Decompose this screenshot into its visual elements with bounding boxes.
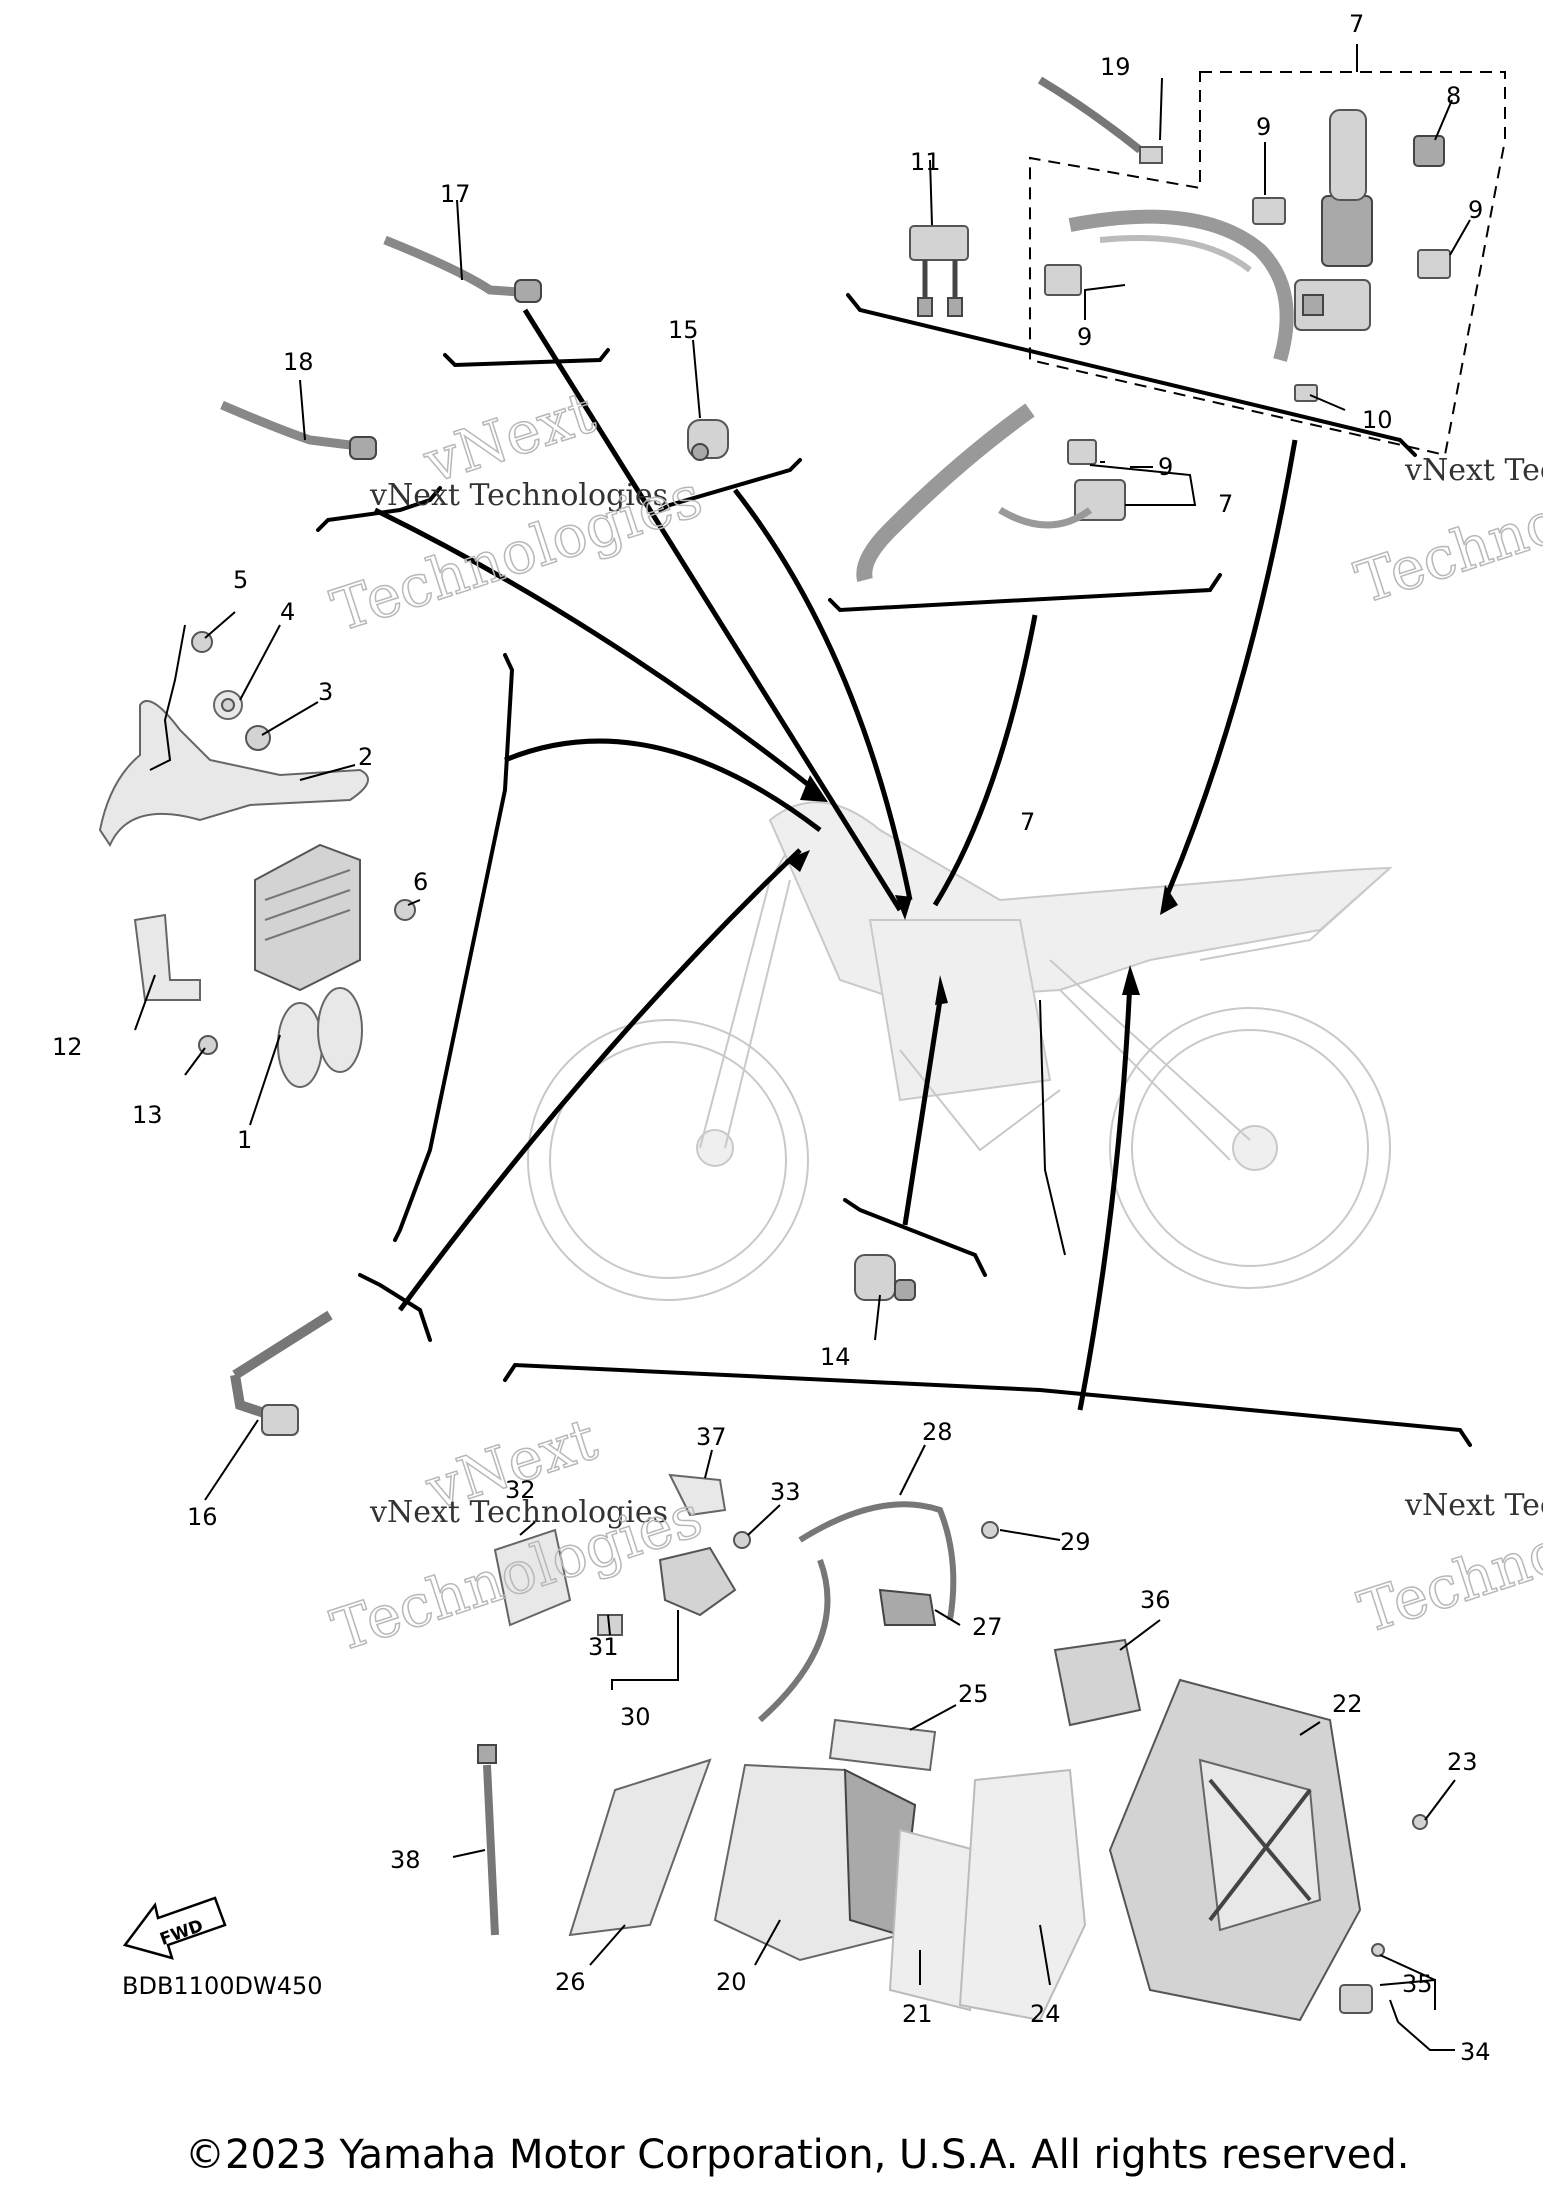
callout-25: 25 [958,1680,989,1708]
callout-29: 29 [1060,1528,1091,1556]
part-7-harness-detail [1068,109,1373,362]
callout-5: 5 [233,566,248,594]
callout-22: 22 [1332,1690,1363,1718]
callout-36: 36 [1140,1586,1171,1614]
callout-23: 23 [1447,1748,1478,1776]
svg-text:Techno: Techno [1348,487,1543,617]
part-4-washer [213,690,243,720]
callout-16: 16 [187,1503,218,1531]
callout-4: 4 [280,598,295,626]
part-34-clip [1339,1984,1373,2014]
callout-21: 21 [902,2000,933,2028]
part-30-relay [658,1546,737,1617]
part-37-bracket [668,1473,727,1517]
part-19-wire [1037,76,1163,164]
part-11-connector [909,225,969,317]
callout-9: 9 [1468,196,1483,224]
callout-30: 30 [620,1703,651,1731]
part-35-screw [1371,1943,1385,1957]
callout-7: 7 [1020,808,1035,836]
callout-32: 32 [505,1476,536,1504]
callout-6: 6 [413,868,428,896]
part-28-harness [758,1501,957,1723]
callout-7: 7 [1218,490,1233,518]
part-22-battery-case [1108,1678,1362,2022]
callout-17: 17 [440,180,471,208]
callout-12: 12 [52,1033,83,1061]
svg-text:vNext Tec: vNext Tec [1404,1488,1543,1523]
part-24-pad [958,1768,1087,2022]
motorcycle-outline [527,801,1393,1301]
wire-harness-group-box [1029,71,1506,457]
callout-7: 7 [1349,10,1364,38]
part-12-bracket [133,913,201,1001]
part-33-bolt [733,1531,751,1549]
callout-31: 31 [588,1633,619,1661]
callout-27: 27 [972,1613,1003,1641]
svg-text:vNext Tec: vNext Tec [1404,453,1543,488]
callout-33: 33 [770,1478,801,1506]
svg-text:Techno: Techno [1351,1517,1543,1647]
part-36-cover [1053,1638,1142,1727]
svg-text:vNext Technologies: vNext Technologies [369,1495,668,1530]
callout-9: 9 [1077,323,1092,351]
part-8-connector [1413,135,1445,167]
part-16-sensor [230,1310,333,1436]
callout-38: 38 [390,1846,421,1874]
svg-text:vNext Technologies: vNext Technologies [369,478,668,513]
part-29-bolt [981,1521,999,1539]
part-9-connectors [1044,197,1451,465]
arrow-lines [373,308,1298,1411]
callout-8: 8 [1446,82,1461,110]
callout-35: 35 [1402,1970,1433,1998]
callout-10: 10 [1362,406,1393,434]
part-7-harness-inset [856,403,1126,582]
part-18-wire [220,400,377,460]
part-1-regulator [254,843,363,1088]
leader-lines [134,44,1471,2051]
callout-28: 28 [922,1418,953,1446]
callout-20: 20 [716,1968,747,1996]
callout-15: 15 [668,316,699,344]
callout-labels: 7 19 8 9 9 9 10 11 9 7 15 17 18 5 4 3 2 … [52,10,1491,2066]
callout-24: 24 [1030,2000,1061,2028]
copyright-notice: ©2023 Yamaha Motor Corporation, U.S.A. A… [185,2132,1410,2178]
diagram-code: BDB1100DW450 [122,1972,323,2000]
part-38-tie [477,1744,499,1936]
part-14-sensor [854,1254,916,1301]
brackets [316,293,1472,1447]
part-21-pad [888,1828,977,2012]
callout-11: 11 [910,148,941,176]
part-10-clip [1294,384,1318,402]
part-26-band [568,1758,712,1937]
part-3-bolt [245,725,271,751]
callout-14: 14 [820,1343,851,1371]
callout-2: 2 [358,743,373,771]
callout-3: 3 [318,678,333,706]
part-15-sensor [687,419,729,461]
part-23-bolt [1412,1814,1428,1830]
callout-9: 9 [1158,453,1173,481]
callout-1: 1 [237,1126,252,1154]
part-20-battery [713,1763,917,1962]
callout-13: 13 [132,1101,163,1129]
part-32-box [493,1528,572,1627]
callout-19: 19 [1100,53,1131,81]
part-25-strip [828,1718,937,1772]
part-17-wire [383,235,542,303]
callout-9: 9 [1256,113,1271,141]
forward-arrow-icon: FWD [122,1896,227,1960]
callout-34: 34 [1460,2038,1491,2066]
callout-18: 18 [283,348,314,376]
callout-37: 37 [696,1423,727,1451]
callout-26: 26 [555,1968,586,1996]
part-27-cover [878,1588,937,1626]
